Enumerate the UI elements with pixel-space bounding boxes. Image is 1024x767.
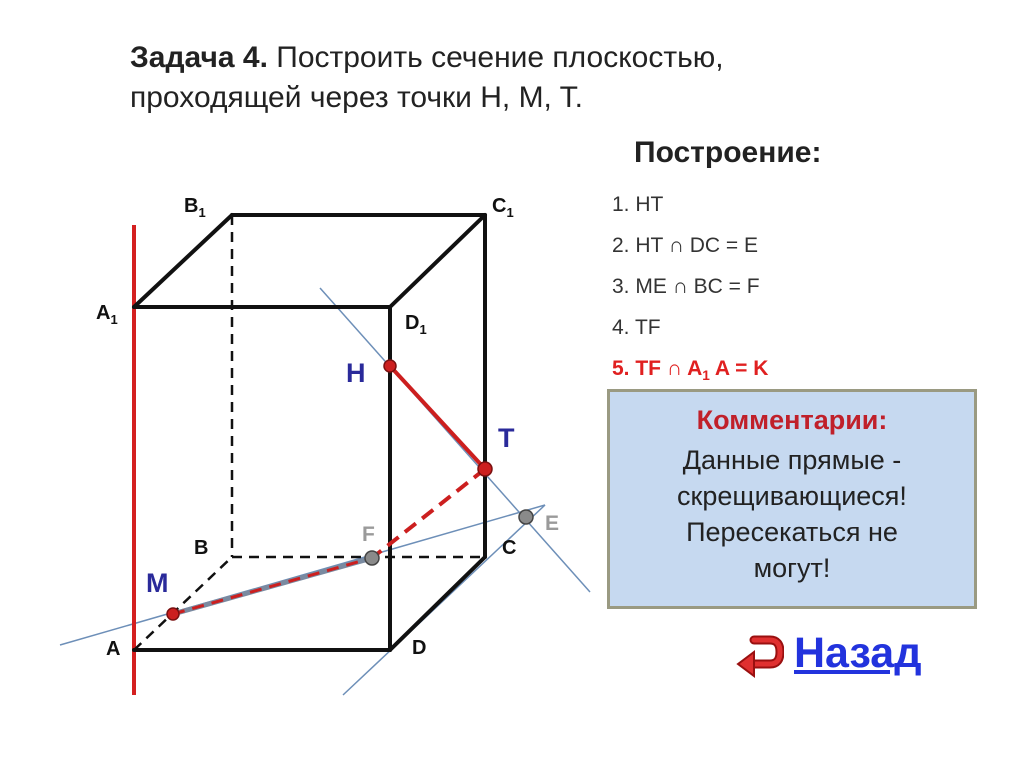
label-h: H xyxy=(346,358,366,388)
step-1: 1. HT xyxy=(612,193,664,216)
step-4: 4. TF xyxy=(612,316,661,339)
aux-line-hte xyxy=(319,287,591,593)
task-number: Задача 4. xyxy=(130,41,268,74)
label-b1: B1 xyxy=(184,195,206,220)
edge-dc xyxy=(388,555,487,652)
point-m xyxy=(166,607,180,621)
edge-c1d1 xyxy=(388,213,487,309)
label-a: A xyxy=(106,638,120,660)
point-e xyxy=(518,509,534,525)
segment-ht xyxy=(388,364,487,471)
step-5: 5. TF ∩ A1 A = K xyxy=(612,357,769,384)
point-f xyxy=(364,550,380,566)
label-d1: D1 xyxy=(405,312,427,337)
aux-line-dc xyxy=(342,504,546,696)
label-c: C xyxy=(502,537,516,559)
construction-heading: Построение: xyxy=(634,136,822,169)
label-f: F xyxy=(362,523,375,546)
u-turn-arrow-icon xyxy=(736,635,784,678)
point-h xyxy=(383,359,397,373)
step-2: 2. HT ∩ DC = E xyxy=(612,234,759,257)
step-3: 3. ME ∩ BC = F xyxy=(612,275,760,298)
task-text-line2: проходящей через точки H, M, T. xyxy=(130,81,584,114)
task-text-line1: Построить сечение плоскостью, xyxy=(267,41,724,74)
task-title: Задача 4. Построить сечение плоскостью, … xyxy=(130,38,950,118)
label-a1: A1 xyxy=(96,302,118,327)
label-b: B xyxy=(194,537,208,559)
segment-mf xyxy=(172,556,373,616)
segment-tf xyxy=(370,467,487,560)
edge-ab xyxy=(133,556,233,651)
label-d: D xyxy=(412,637,426,659)
comment-body: Данные прямые - скрещивающиеся! Пересека… xyxy=(677,445,907,583)
point-t xyxy=(477,461,493,477)
label-c1: C1 xyxy=(492,195,514,220)
back-link[interactable]: Назад xyxy=(734,628,922,678)
back-link-label[interactable]: Назад xyxy=(794,628,922,677)
comment-box: Комментарии: Данные прямые - скрещивающи… xyxy=(607,389,977,609)
label-e: E xyxy=(545,512,559,535)
edge-a1b1 xyxy=(132,213,234,309)
label-m: M xyxy=(146,568,169,598)
label-t: T xyxy=(498,423,515,453)
comment-title: Комментарии: xyxy=(696,405,888,435)
construction-steps: 1. HT 2. HT ∩ DC = E 3. ME ∩ BC = F 4. T… xyxy=(612,190,768,395)
